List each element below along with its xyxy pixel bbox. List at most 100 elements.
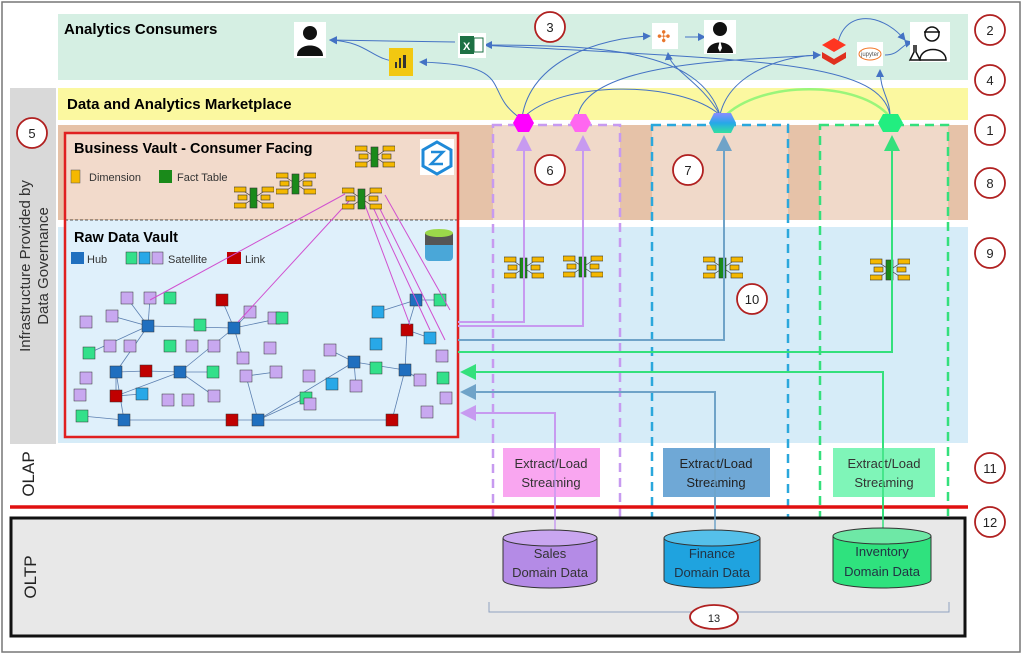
satellite-node (123, 339, 137, 353)
legend-fact-table: Fact Table (177, 172, 228, 184)
svg-text:Sales: Sales (534, 546, 567, 561)
tableau-icon: ✣ (652, 23, 678, 49)
svg-text:Streaming: Streaming (521, 475, 580, 490)
marketplace-link (723, 88, 891, 118)
satellite-node (423, 331, 437, 345)
satellite-node (161, 393, 175, 407)
business-vault-title: Business Vault - Consumer Facing (74, 141, 313, 157)
hub-node (251, 413, 265, 427)
satellite-node (239, 369, 253, 383)
marker-3: 3 (534, 11, 566, 43)
hub-node (141, 319, 155, 333)
vault-box (63, 131, 460, 439)
marker-1: 1 (974, 114, 1006, 146)
svg-text:Extract/Load: Extract/Load (848, 456, 921, 471)
hub-node (398, 363, 412, 377)
vault-edge (88, 325, 149, 354)
marker-13: 13 (689, 604, 739, 630)
satellite-node (82, 346, 96, 360)
satellite-node (369, 361, 383, 375)
svg-text:Extract/Load: Extract/Load (680, 456, 753, 471)
satellite-node (435, 349, 449, 363)
svg-text:jupyter: jupyter (860, 52, 879, 58)
satellite-node (103, 339, 117, 353)
svg-text:Finance: Finance (689, 546, 735, 561)
vault-edge (115, 371, 181, 397)
satellite-node (73, 388, 87, 402)
businessman-icon (704, 20, 736, 54)
marker-9: 9 (974, 237, 1006, 269)
satellite-node (236, 351, 250, 365)
vault-edge (147, 325, 235, 329)
sales-domain-database: Sales Domain Data (502, 529, 598, 589)
vault-edge (245, 375, 259, 421)
marker-12: 12 (974, 506, 1006, 538)
analyst-person-icon (294, 22, 326, 58)
link-node (400, 323, 414, 337)
svg-text:1: 1 (986, 123, 993, 138)
vault-edge (377, 299, 417, 313)
fact-swatch (159, 170, 172, 183)
svg-text:Domain Data: Domain Data (844, 564, 921, 579)
satellite-swatches (151, 251, 164, 265)
jupyter-icon: jupyter (857, 42, 883, 66)
svg-text:4: 4 (986, 73, 993, 88)
link-node (215, 293, 229, 307)
hub-node (347, 355, 361, 369)
satellite-node (243, 305, 257, 319)
svg-text:8: 8 (986, 176, 993, 191)
vault-edge (257, 361, 355, 421)
satellite-node (436, 371, 450, 385)
satellite-node (105, 309, 119, 323)
azure-synapse-icon (420, 139, 454, 176)
legend-link: Link (245, 254, 266, 266)
svg-text:3: 3 (546, 20, 553, 35)
sales-data-product-1[interactable] (513, 114, 534, 132)
marker-11: 11 (974, 452, 1006, 484)
link-node (139, 364, 153, 378)
hub-node (173, 365, 187, 379)
legend-satellite: Satellite (168, 254, 207, 266)
satellite-node (75, 409, 89, 423)
satellite-node (413, 373, 427, 387)
satellite-node (143, 291, 157, 305)
hub-node (227, 321, 241, 335)
pipeline-sales: Extract/Load Streaming (503, 448, 600, 497)
pipeline-inventory: Extract/Load Streaming (833, 448, 935, 497)
satellite-node (420, 405, 434, 419)
satellite-node (163, 291, 177, 305)
svg-text:9: 9 (986, 246, 993, 261)
satellite-node (263, 341, 277, 355)
sales-data-product-2[interactable] (570, 114, 591, 132)
oltp-area (9, 516, 967, 638)
svg-text:11: 11 (983, 461, 997, 476)
svg-text:Data Governance: Data Governance (35, 207, 52, 325)
marker-2: 2 (974, 14, 1006, 46)
satellite-node (181, 393, 195, 407)
vault-lineage-lines (149, 193, 451, 341)
marketplace-data-products[interactable] (513, 113, 903, 133)
svg-text:Streaming: Streaming (854, 475, 913, 490)
satellite-node (193, 318, 207, 332)
satellite-node (185, 339, 199, 353)
satellite-node (303, 397, 317, 411)
database-icon (425, 229, 453, 261)
svg-text:Extract/Load: Extract/Load (515, 456, 588, 471)
svg-text:Domain Data: Domain Data (512, 565, 589, 580)
satellite-node (302, 369, 316, 383)
vault-edge (391, 369, 406, 421)
marker-4: 4 (974, 64, 1006, 96)
svg-text:2: 2 (986, 23, 993, 38)
svg-text:Domain Data: Domain Data (674, 565, 751, 580)
hub-swatch (71, 252, 84, 264)
svg-text:5: 5 (28, 126, 35, 141)
oltp-label: OLTP (21, 555, 40, 598)
vault-edge (179, 327, 235, 373)
finance-data-product[interactable] (709, 113, 736, 133)
inventory-data-product[interactable] (878, 114, 903, 132)
satellite-node (269, 365, 283, 379)
vault-edge (81, 415, 125, 421)
svg-text:Inventory: Inventory (855, 544, 909, 559)
svg-text:✣: ✣ (657, 29, 670, 46)
